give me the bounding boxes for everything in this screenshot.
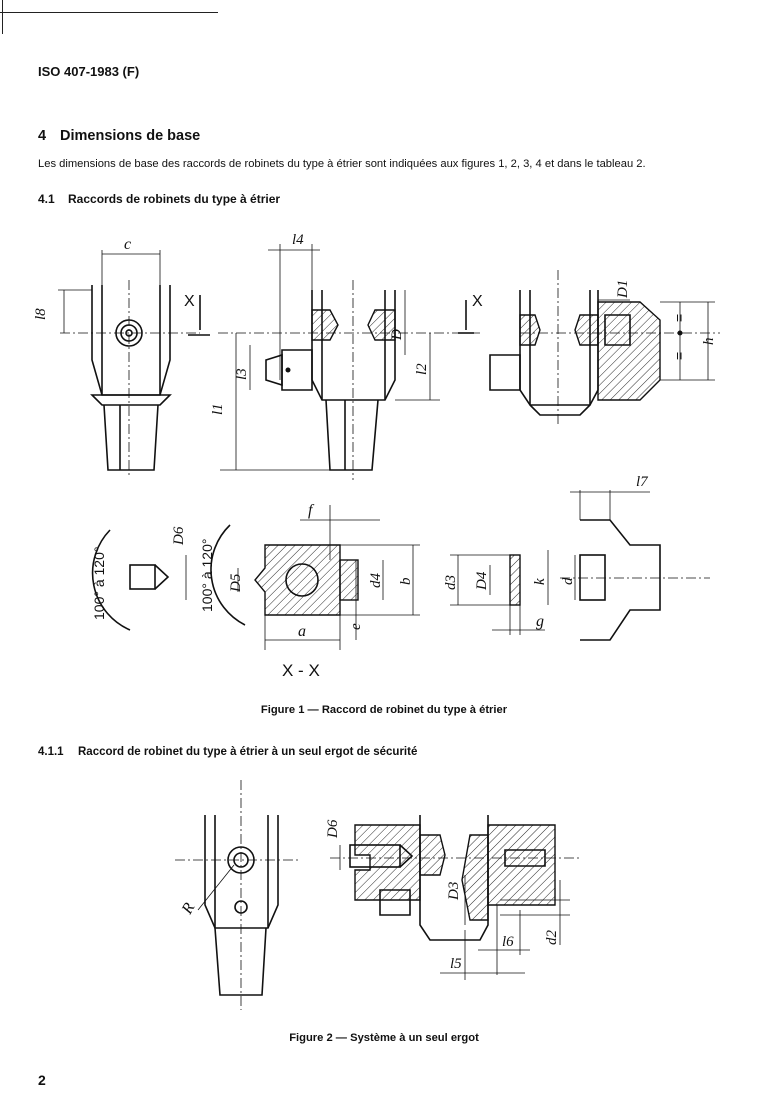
dim-d: d [560,577,576,585]
section-mark-x-left: X [184,293,195,310]
subsubsection-title: Raccord de robinet du type à étrier à un… [78,746,418,758]
subsection-heading: 4.1 Raccords de robinets du type à étrier [38,192,280,206]
dim-l1: l1 [210,403,226,415]
dim-D4: D4 [474,571,490,591]
dim-b: b [398,577,414,585]
dim-eq-bottom: = [671,352,687,360]
dim-l6: l6 [502,934,514,950]
side-view [218,244,480,480]
dim-d4: d4 [368,573,384,589]
dim-D3-fig2: D3 [446,882,462,901]
figure-2-drawing: R D6 D3 l6 l5 d2 [175,780,580,1010]
dim-eq-top: = [671,314,687,322]
front-view [58,250,210,475]
dim-l5: l5 [450,956,462,972]
side-view-single-pin [330,815,580,980]
dim-a: a [298,623,306,640]
section-number: 4 [38,128,47,144]
header-rule [0,12,218,13]
dim-c: c [124,236,131,253]
dim-h: h [701,338,717,346]
side-view-with-yoke [458,270,720,425]
dim-g: g [536,613,544,630]
dim-l8: l8 [33,308,49,320]
yoke-end-detail [547,490,710,641]
subsection-number: 4.1 [38,192,55,206]
figure-1-caption: Figure 1 — Raccord de robinet du type à … [260,704,508,716]
standard-code: ISO 407-1983 (F) [38,64,140,79]
dim-d2: d2 [544,930,560,946]
page-number: 2 [38,1072,46,1088]
subsection-title: Raccords de robinets du type à étrier [68,192,281,206]
section-paragraph: Les dimensions de base des raccords de r… [38,158,646,170]
dim-l2: l2 [414,363,430,375]
section-title-x-x: X - X [282,661,320,680]
dim-f: f [308,502,315,519]
dim-e: e [348,623,364,630]
pin-detail [91,529,187,631]
section-title: Dimensions de base [60,128,201,144]
dim-D5: D5 [228,573,244,593]
dim-l4: l4 [292,232,304,248]
dim-D6: D6 [171,526,187,546]
dim-d3: d3 [443,575,459,590]
dim-D: D [389,329,405,341]
figure-1-drawing: c l8 X l4 D l2 l3 l1 [33,232,720,680]
header-margin-mark [2,0,3,34]
section-angle-label: 100° à 120° [199,539,215,612]
dim-l3: l3 [234,368,250,380]
washer-detail [450,554,545,635]
figure-2-caption: Figure 2 — Système à un seul ergot [289,1032,479,1044]
subsubsection-heading: 4.1.1 Raccord de robinet du type à étrier… [38,746,417,758]
section-mark-x-right: X [472,293,483,310]
dim-D6-fig2: D6 [325,819,341,839]
pin-angle-label: 100° à 120° [91,547,107,620]
dim-R: R [178,900,198,918]
dim-k: k [532,578,548,585]
section-heading: 4 Dimensions de base [38,128,200,144]
subsubsection-number: 4.1.1 [38,746,64,758]
section-x-x [210,505,420,650]
dim-D1: D1 [615,280,631,299]
dim-l7: l7 [636,474,649,490]
front-view-single-pin [175,780,300,1010]
